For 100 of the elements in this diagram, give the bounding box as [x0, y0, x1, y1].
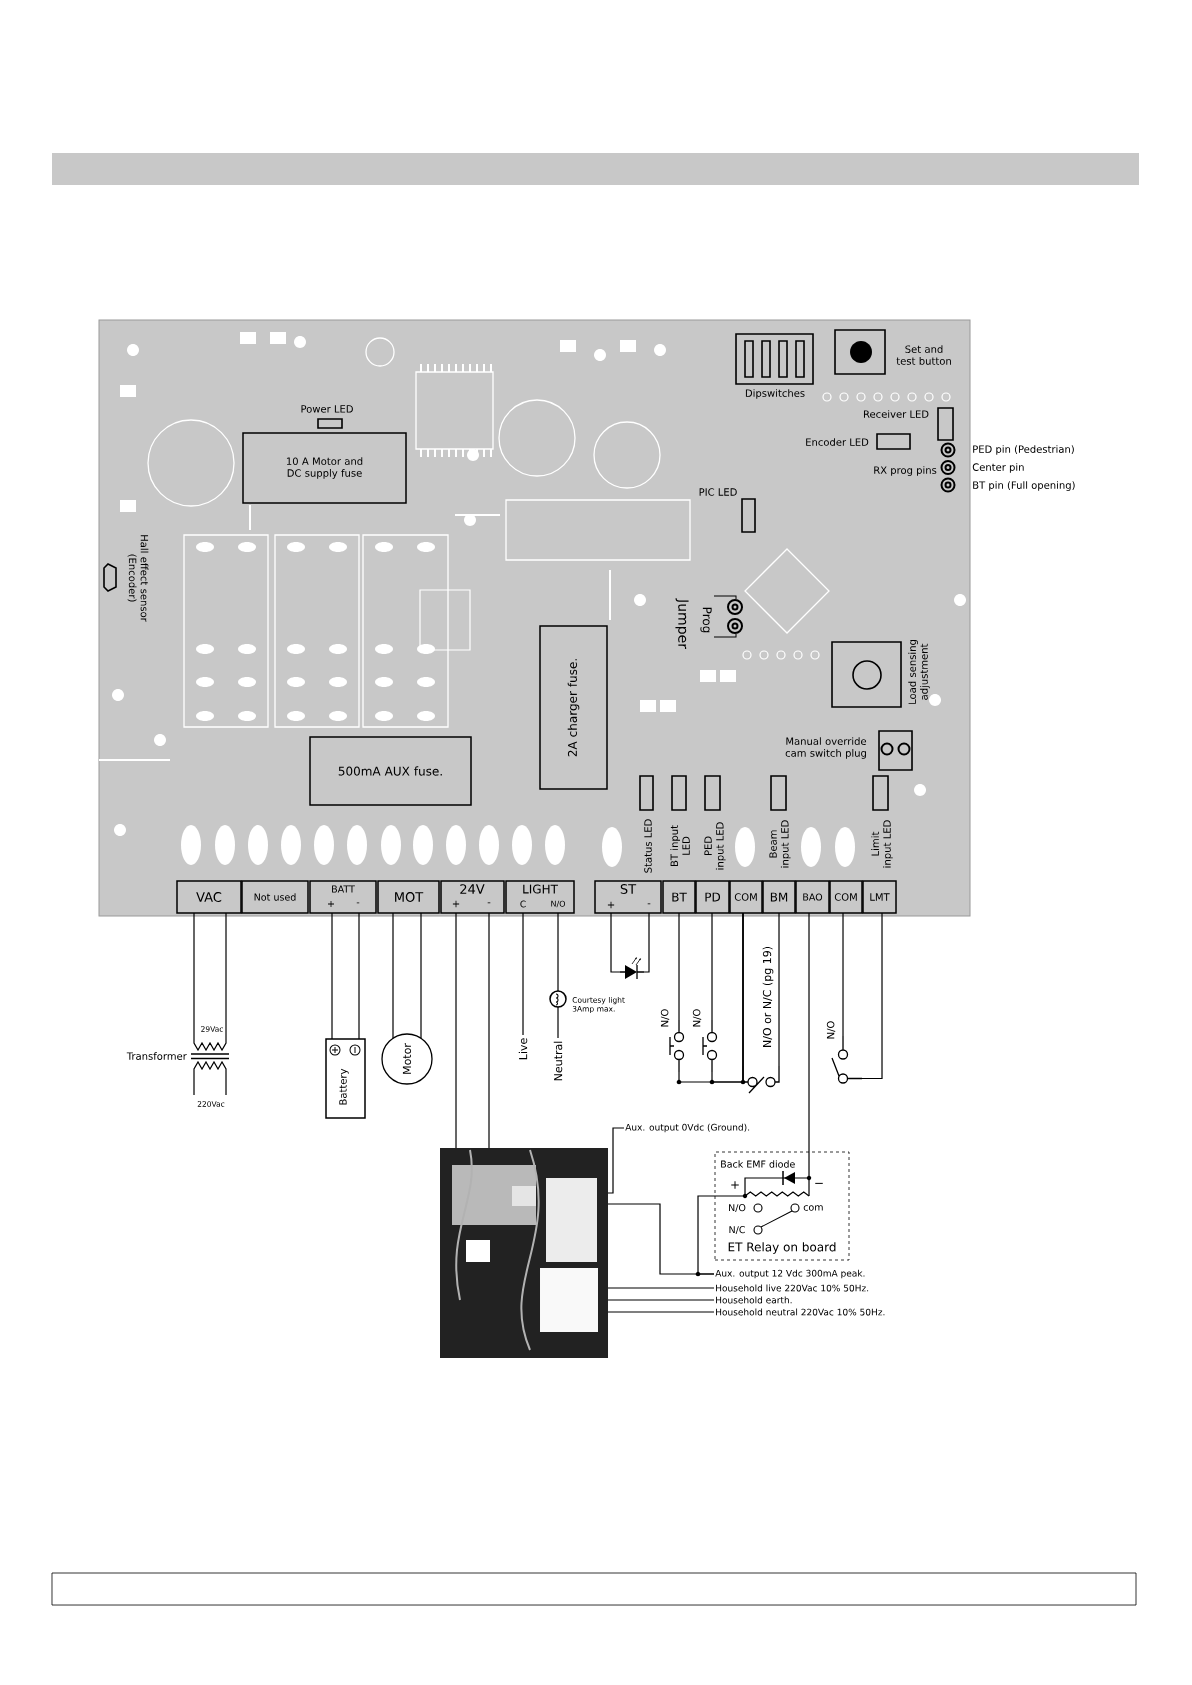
wire-label: Live [518, 1038, 528, 1060]
switch-symbol [702, 1019, 718, 1073]
terminal-box: Not used [241, 880, 309, 914]
leader-line [607, 1127, 625, 1194]
terminal-box [505, 880, 575, 914]
supply-note: Aux. output 0Vdc (Ground). [625, 1123, 750, 1133]
wire [420, 912, 422, 1039]
contact-label: N/O [692, 1009, 702, 1027]
leader-line [607, 1311, 715, 1313]
wire [678, 912, 680, 1021]
terminal-box: VAC [176, 880, 242, 914]
contact-label: N/O [551, 900, 566, 908]
wire [358, 912, 360, 1040]
callout-label: Jumper [675, 598, 689, 649]
callout-label: Load sensing adjustment [908, 640, 930, 704]
contact-label: N/O [729, 1204, 746, 1212]
callout-label: Status LED [644, 819, 652, 873]
polarity-sign: + [731, 1181, 739, 1189]
polarity-sign: - [487, 902, 491, 904]
contact-label: C [520, 900, 526, 908]
leader-line [607, 1299, 715, 1301]
terminal-label: LIGHT [523, 884, 558, 894]
terminal-box: BAO [795, 880, 830, 914]
wire [808, 912, 810, 1153]
callout-label: PED pin (Pedestrian) [973, 445, 1074, 455]
callout-label: Prog [700, 607, 712, 633]
callout-label: Encoder LED [806, 438, 869, 446]
component-label: Transformer [126, 1052, 187, 1060]
wire [842, 912, 844, 1037]
led-symbol [619, 957, 645, 980]
diode-label: Back EMF diode [721, 1160, 795, 1168]
polarity-sign: − [815, 1182, 823, 1184]
lamp-symbol [549, 990, 567, 1008]
wire [742, 912, 744, 1067]
callout-label: Receiver LED [864, 410, 929, 418]
callout-label: Dipswitches [745, 389, 805, 399]
terminal-label: 24V [460, 884, 485, 894]
contact-label: N/C [729, 1226, 745, 1234]
terminal-label: BATT [332, 885, 355, 893]
polarity-sign: + [452, 900, 460, 908]
callout-label: BT pin (Full opening) [973, 481, 1075, 491]
wire-label: Neutral [553, 1041, 563, 1081]
supply-note: Household earth. [716, 1296, 792, 1304]
wire [225, 912, 227, 1041]
relay-title: ET Relay on board [728, 1242, 836, 1254]
callout-label: Manual override cam switch plug [785, 737, 867, 759]
callout-label: Beam input LED [769, 820, 791, 868]
wire [522, 912, 524, 1036]
battery-label: Battery [339, 1068, 349, 1105]
terminal-box: MOT [377, 880, 440, 914]
wire [778, 912, 780, 1067]
wire [711, 912, 713, 1021]
wire [557, 1006, 559, 1039]
wire [610, 912, 621, 973]
leader-line [697, 1195, 716, 1275]
fuse-outline: 10 A Motor and DC supply fuse [242, 432, 407, 504]
switch-symbol [669, 1019, 685, 1073]
callout-label: Power LED [301, 405, 353, 413]
terminal-label: ST [620, 884, 637, 894]
callout-label: Hall effect sensor (Encoder) [127, 535, 149, 622]
wire [643, 912, 650, 973]
contact-label: N/O [826, 1021, 836, 1039]
terminal-box: PD [695, 880, 730, 914]
terminal-box [309, 880, 377, 914]
wire [455, 912, 457, 1149]
leader-line [607, 1287, 715, 1289]
callout-label: RX prog pins [874, 466, 937, 476]
polarity-sign: - [647, 903, 651, 905]
callout-label: Set and test button [896, 345, 951, 365]
transformer-symbol [190, 1039, 230, 1096]
callout-label: PED input LED [704, 822, 726, 870]
terminal-box: COM [729, 880, 763, 914]
callout-label: Limit input LED [871, 820, 893, 868]
wire [488, 912, 490, 1149]
wire [392, 912, 394, 1039]
polarity-sign: + [328, 901, 334, 907]
wire [861, 912, 883, 1080]
fuse-outline: 2A charger fuse. [539, 625, 608, 790]
terminal-box: LMT [862, 880, 897, 914]
fuse-outline: 500mA AUX fuse. [309, 736, 472, 806]
wire [193, 912, 195, 1041]
power-supply-photo [440, 1148, 608, 1358]
wire [557, 912, 559, 992]
polarity-sign: + [607, 901, 615, 909]
contact-label: com [803, 1205, 823, 1211]
callout-label: PIC LED [699, 488, 737, 496]
wire [331, 912, 333, 1040]
terminal-box [440, 880, 505, 914]
contact-label: N/O [660, 1009, 670, 1027]
terminal-box: BT [662, 880, 696, 914]
terminal-box: BM [762, 880, 796, 914]
callout-label: BT input LED [670, 825, 690, 867]
supply-note: Household live 220Vac 10% 50Hz. [716, 1284, 869, 1292]
terminal-box: COM [829, 880, 863, 914]
supply-note: Household neutral 220Vac 10% 50Hz. [716, 1308, 885, 1316]
polarity-sign: - [356, 902, 360, 904]
supply-note: Aux. output 12 Vdc 300mA peak. [715, 1269, 865, 1279]
contact-label: N/O or N/C (pg 19) [762, 946, 774, 1047]
callout-label: Center pin [972, 463, 1024, 473]
switch-symbol [742, 1065, 780, 1094]
